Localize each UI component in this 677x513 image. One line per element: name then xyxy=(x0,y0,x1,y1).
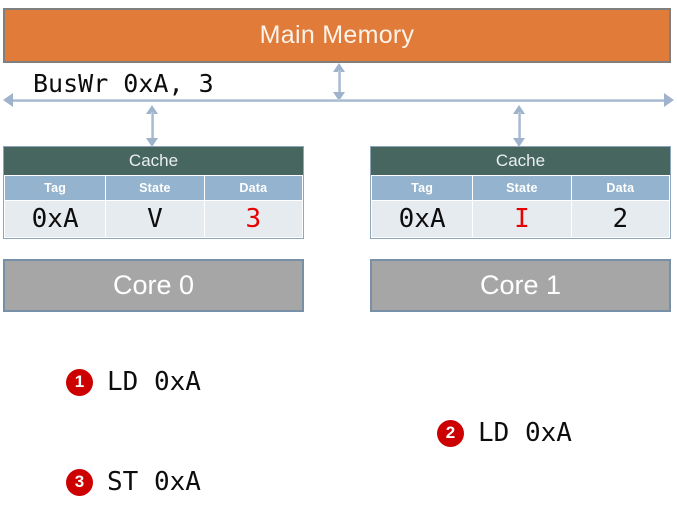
cell-tag: 0xA xyxy=(3,200,107,238)
connector-stem xyxy=(518,112,521,140)
cell-data: 3 xyxy=(203,200,304,238)
core-block-1: Core 1 xyxy=(370,259,671,312)
cache-header-row: Tag State Data xyxy=(3,175,304,201)
core-label-1: Core 1 xyxy=(479,270,562,300)
bus-arrow-left-icon xyxy=(3,93,13,107)
arrow-down-icon xyxy=(333,92,345,101)
bus-cache0-connector xyxy=(146,105,159,147)
bus-line xyxy=(10,99,667,102)
arrow-up-icon xyxy=(513,105,525,114)
cell-state: I xyxy=(472,200,572,238)
cache-header-row: Tag State Data xyxy=(370,175,671,201)
column-header-data: Data xyxy=(203,175,304,201)
arrow-down-icon xyxy=(146,138,158,147)
main-memory-label: Main Memory xyxy=(259,21,415,49)
bus-cache1-connector xyxy=(513,105,526,147)
cache-block-core0: Cache Tag State Data 0xA V 3 xyxy=(3,146,304,239)
bus-transaction-label: BusWr 0xA, 3 xyxy=(33,69,214,98)
cell-data: 2 xyxy=(570,200,671,238)
instruction-text-1: LD 0xA xyxy=(107,367,201,397)
connector-stem xyxy=(338,70,341,94)
instruction-item-2: 2 LD 0xA xyxy=(437,418,572,448)
cell-state: V xyxy=(105,200,205,238)
column-header-tag: Tag xyxy=(370,175,474,201)
arrow-down-icon xyxy=(513,138,525,147)
cache-title-core0: Cache xyxy=(4,147,303,175)
step-badge-3: 3 xyxy=(66,468,93,496)
bus-arrow-right-icon xyxy=(664,93,674,107)
instruction-item-3: 3 ST 0xA xyxy=(66,467,201,497)
instruction-text-3: ST 0xA xyxy=(107,467,201,497)
core-label-0: Core 0 xyxy=(112,270,195,300)
column-header-state: State xyxy=(472,175,572,201)
column-header-state: State xyxy=(105,175,205,201)
step-badge-2: 2 xyxy=(437,419,464,447)
table-row: 0xA V 3 xyxy=(3,200,304,238)
cache-table-core1: Tag State Data 0xA I 2 xyxy=(370,175,671,238)
instruction-item-1: 1 LD 0xA xyxy=(66,367,201,397)
arrow-up-icon xyxy=(146,105,158,114)
core-block-0: Core 0 xyxy=(3,259,304,312)
table-row: 0xA I 2 xyxy=(370,200,671,238)
step-badge-1: 1 xyxy=(66,368,93,396)
main-memory-block: Main Memory xyxy=(3,8,671,63)
cache-title-core1: Cache xyxy=(371,147,670,175)
arrow-up-icon xyxy=(333,63,345,72)
instruction-text-2: LD 0xA xyxy=(478,418,572,448)
column-header-tag: Tag xyxy=(3,175,107,201)
cache-block-core1: Cache Tag State Data 0xA I 2 xyxy=(370,146,671,239)
column-header-data: Data xyxy=(570,175,671,201)
connector-stem xyxy=(151,112,154,140)
cell-tag: 0xA xyxy=(370,200,474,238)
cache-table-core0: Tag State Data 0xA V 3 xyxy=(3,175,304,238)
memory-bus-connector xyxy=(333,63,346,101)
